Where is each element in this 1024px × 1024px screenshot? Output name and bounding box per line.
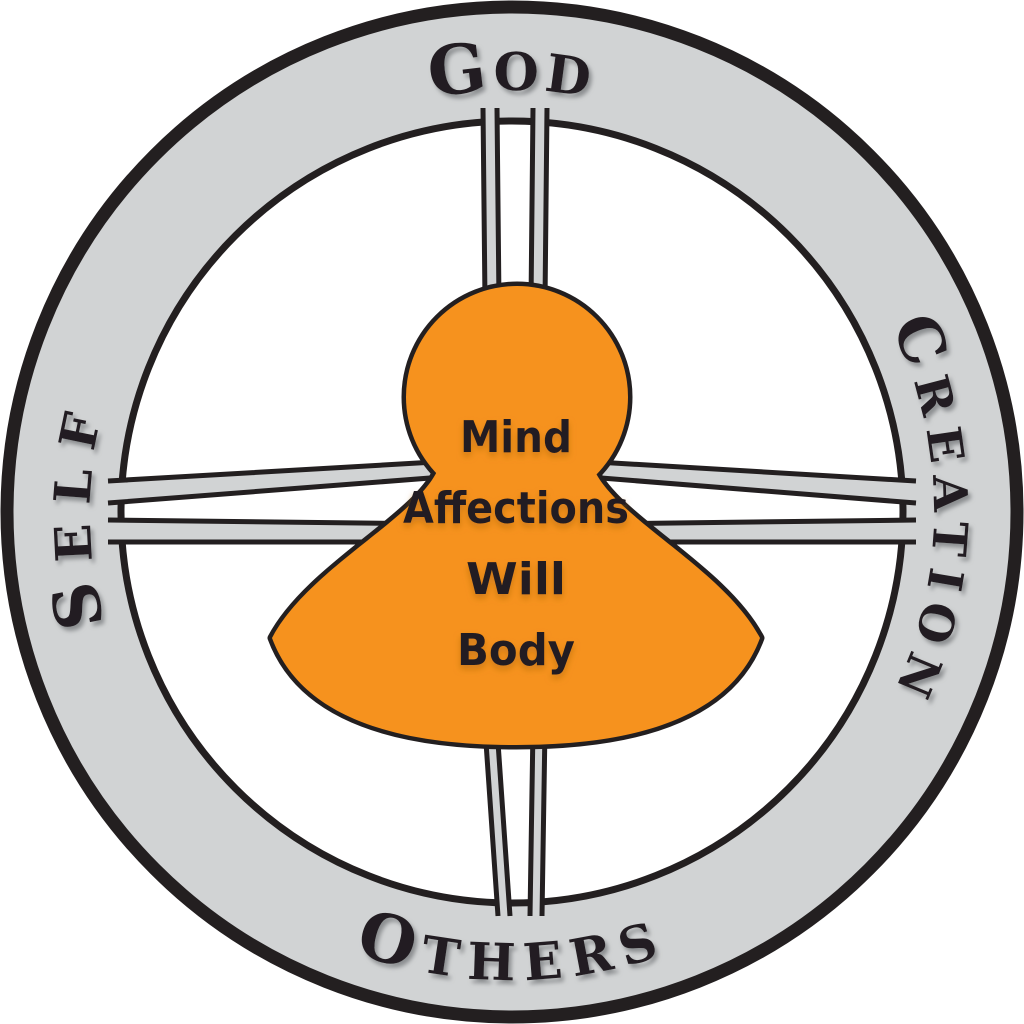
center-label-affections: Affections	[403, 483, 629, 534]
person-silhouette	[267, 281, 765, 750]
self-initial: S	[34, 558, 120, 635]
person-head-fill	[406, 286, 628, 508]
center-label-mind: Mind	[460, 412, 572, 463]
spoke-top	[480, 107, 550, 303]
center-labels: Mind Affections Will Body	[403, 412, 629, 676]
god-initial: G	[423, 27, 495, 114]
ring-label-god: GOD	[423, 27, 599, 114]
person-body-fill	[272, 464, 760, 745]
spoke-left	[107, 458, 457, 545]
spokes	[107, 107, 917, 917]
center-label-will: Will	[466, 554, 566, 605]
spoke-bottom	[482, 727, 548, 917]
center-label-body: Body	[457, 625, 575, 676]
spoke-right	[575, 458, 917, 545]
